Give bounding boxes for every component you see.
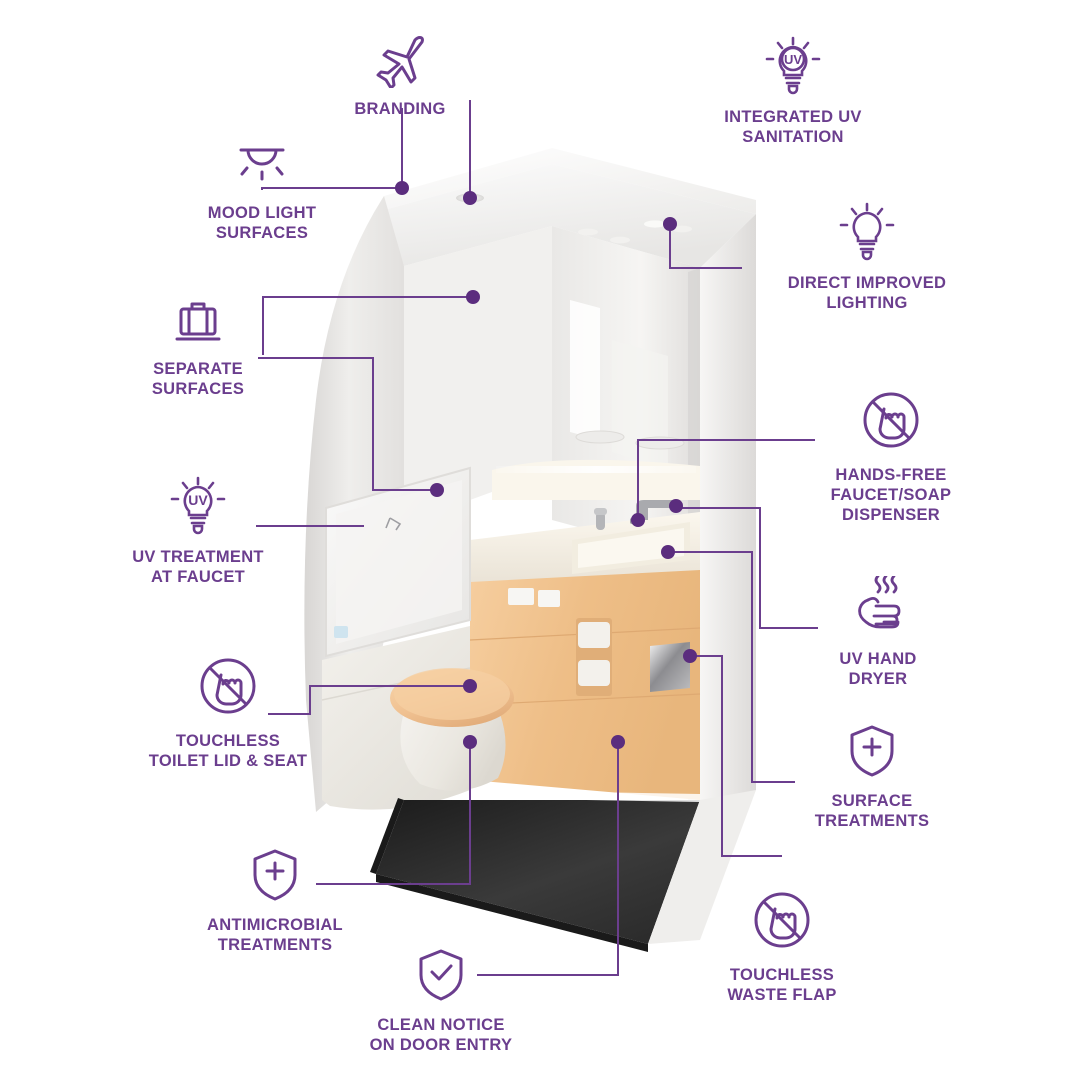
leader-clean-notice xyxy=(477,742,619,976)
hand-dryer-icon xyxy=(780,574,976,643)
faucet-spout xyxy=(636,500,672,520)
ceiling-lamp-4 xyxy=(672,225,692,233)
mirror-decal xyxy=(385,517,402,531)
wall-sticker xyxy=(334,626,348,638)
right-shell-base xyxy=(648,790,756,944)
backsplash-led-strip xyxy=(496,466,696,473)
dot-direct-lighting xyxy=(466,290,480,304)
shield-plus-icon xyxy=(172,846,378,909)
callout-touchless-waste-flap[interactable]: TOUCHLESS WASTE FLAP xyxy=(682,886,882,1005)
callout-label: SURFACE TREATMENTS xyxy=(814,792,930,831)
shield-check-icon xyxy=(338,946,544,1009)
svg-text:UV: UV xyxy=(188,492,208,508)
callout-label: CLEAN NOTICE ON DOOR ENTRY xyxy=(369,1016,513,1055)
waste-flap xyxy=(650,642,690,692)
dot-separate-surfaces xyxy=(430,483,444,497)
no-touch-hand-icon xyxy=(682,886,882,959)
callout-label: SEPARATE SURFACES xyxy=(151,360,245,399)
airplane-icon xyxy=(310,34,490,93)
toilet-bowl xyxy=(400,712,506,791)
no-touch-hand-icon xyxy=(118,652,338,725)
callout-label: UV HAND DRYER xyxy=(839,650,917,689)
suitcase-icon xyxy=(108,296,288,353)
callout-separate-surfaces[interactable]: SEPARATE SURFACES xyxy=(108,296,288,399)
uv-lightbulb-icon: UV xyxy=(688,34,898,101)
callout-label: TOUCHLESS TOILET LID & SEAT xyxy=(148,732,308,771)
leader-moodlight xyxy=(261,187,402,190)
callout-hands-free[interactable]: HANDS-FREE FAUCET/SOAP DISPENSER xyxy=(788,386,994,525)
soap-dispenser xyxy=(596,512,605,530)
ceiling-lamp-2 xyxy=(610,236,630,244)
callout-label: BRANDING xyxy=(354,100,446,118)
ceiling-light-icon xyxy=(172,140,352,197)
uv-lightbulb-icon: UV xyxy=(108,474,288,541)
leader-direct-lighting-x xyxy=(262,296,473,355)
callout-label: DIRECT IMPROVED LIGHTING xyxy=(787,274,947,313)
callout-uv-hand-dryer[interactable]: UV HAND DRYER xyxy=(780,574,976,689)
lightbulb-icon xyxy=(760,200,974,267)
placard-right xyxy=(538,590,560,607)
ceiling-panel xyxy=(384,164,756,268)
dot-touchless-toilet xyxy=(463,679,477,693)
dot-branding xyxy=(463,191,477,205)
placard-left xyxy=(508,588,534,605)
shield-plus-icon xyxy=(772,722,972,785)
dot-hands-free xyxy=(631,513,645,527)
leader-integrated-uv xyxy=(669,224,742,269)
floor-edge-front xyxy=(376,874,648,952)
callout-label: MOOD LIGHT SURFACES xyxy=(207,204,317,243)
callout-label: TOUCHLESS WASTE FLAP xyxy=(727,966,837,1005)
dot-integrated-uv xyxy=(663,217,677,231)
callout-surface-treatments[interactable]: SURFACE TREATMENTS xyxy=(772,722,972,831)
leader-surface-treatments xyxy=(668,551,795,783)
mirror-surface xyxy=(336,480,462,644)
leader-uv-dryer xyxy=(672,507,818,629)
callout-uv-treatment-faucet[interactable]: UV UV TREATMENT AT FAUCET xyxy=(108,474,288,587)
dot-surface-treatments xyxy=(661,545,675,559)
callout-mood-light[interactable]: MOOD LIGHT SURFACES xyxy=(172,140,352,243)
dot-moodlight xyxy=(395,181,409,195)
callout-branding[interactable]: BRANDING xyxy=(310,34,490,119)
dot-antimicrobial xyxy=(463,735,477,749)
leader-antimicrobial xyxy=(316,742,471,885)
callout-touchless-toilet[interactable]: TOUCHLESS TOILET LID & SEAT xyxy=(118,652,338,771)
callout-antimicrobial[interactable]: ANTIMICROBIAL TREATMENTS xyxy=(172,846,378,955)
toilet-lid-top xyxy=(394,668,510,720)
dot-clean-notice xyxy=(611,735,625,749)
right-pillar xyxy=(700,214,756,840)
no-touch-hand-icon xyxy=(788,386,994,459)
floor-edge-left xyxy=(370,798,404,874)
paper-roll-lower xyxy=(578,660,610,686)
wall-handle-left xyxy=(575,430,625,444)
callout-label: INTEGRATED UV SANITATION xyxy=(724,108,862,147)
paper-roll-upper xyxy=(578,622,610,648)
callout-label: UV TREATMENT AT FAUCET xyxy=(132,548,264,587)
svg-text:UV: UV xyxy=(784,52,802,67)
ceiling-lamp-1 xyxy=(578,228,598,236)
leader-hands-free xyxy=(637,439,815,520)
floor-led-right xyxy=(470,790,700,802)
leader-touchless-toilet xyxy=(268,685,470,715)
dot-waste-flap xyxy=(683,649,697,663)
ceiling-lamp-3 xyxy=(644,220,666,228)
wall-recess-highlight xyxy=(570,300,600,440)
callout-label: ANTIMICROBIAL TREATMENTS xyxy=(207,916,343,955)
callout-clean-notice[interactable]: CLEAN NOTICE ON DOOR ENTRY xyxy=(338,946,544,1055)
dot-uv-dryer xyxy=(669,499,683,513)
leader-waste-flap xyxy=(690,655,782,857)
callout-direct-lighting[interactable]: DIRECT IMPROVED LIGHTING xyxy=(760,200,974,313)
callout-integrated-uv[interactable]: UV INTEGRATED UV SANITATION xyxy=(688,34,898,147)
leader-separate-surfaces xyxy=(258,357,437,491)
callout-label: HANDS-FREE FAUCET/SOAP DISPENSER xyxy=(830,466,952,525)
sink-basin-inner xyxy=(578,528,684,568)
soap-dispenser-head xyxy=(594,508,607,515)
ceiling-top-edge xyxy=(384,148,756,214)
